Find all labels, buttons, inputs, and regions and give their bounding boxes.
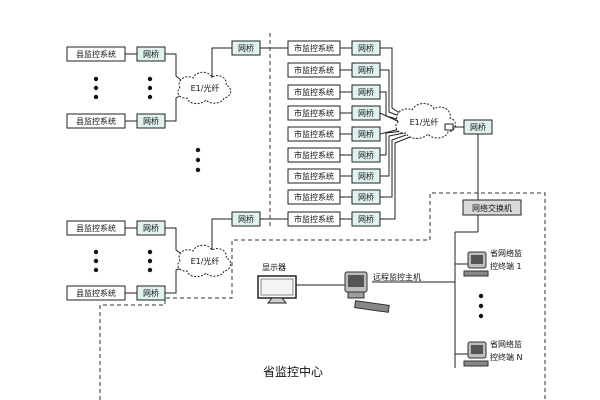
- bridge-label: 网桥: [358, 150, 374, 160]
- switch-links: [372, 215, 479, 368]
- link-label: E1/光纤: [410, 117, 439, 127]
- city-systems: 市监控系统 市监控系统 市监控系统 市监控系统 市监控系统 市监控系统 市监控系…: [287, 40, 341, 227]
- cloud-icon: [395, 103, 456, 139]
- ellipsis-dot: [478, 313, 484, 319]
- terminal-1: 省网络监 控终端 1: [463, 248, 522, 277]
- ellipsis-dot: [195, 147, 201, 153]
- ellipsis-dot: [93, 85, 99, 91]
- county-group-bottom: 县监控系统 网桥 县监控系统 网桥 E1/光纤 网桥: [66, 211, 288, 301]
- ellipsis-dot: [478, 303, 484, 309]
- terminal-label: 省网络监: [490, 248, 522, 258]
- bridge-label: 网桥: [358, 171, 374, 181]
- link-label: E1/光纤: [191, 256, 220, 266]
- ellipsis-dot: [147, 85, 153, 91]
- city-system-label: 市监控系统: [294, 192, 334, 202]
- network-switch-label: 网络交换机: [472, 203, 512, 213]
- bridge-label: 网桥: [358, 65, 374, 75]
- county-system-label: 县监控系统: [76, 223, 116, 233]
- cloud-icon: [177, 244, 232, 278]
- ellipsis-dot: [195, 167, 201, 173]
- bridge-label: 网桥: [358, 87, 374, 97]
- county-system-label: 县监控系统: [76, 288, 116, 298]
- city-system-label: 市监控系统: [294, 171, 334, 181]
- bridge-label: 网桥: [470, 122, 486, 132]
- cloud-icon: [177, 71, 232, 105]
- bridge-label: 网桥: [238, 43, 254, 53]
- county-system-label: 县监控系统: [76, 116, 116, 126]
- monitor-label: 显示器: [262, 263, 286, 272]
- center-label: 省监控中心: [263, 364, 323, 379]
- city-system-label: 市监控系统: [294, 108, 334, 118]
- ellipsis-dot: [93, 76, 99, 82]
- bridge-label: 网桥: [238, 214, 254, 224]
- keyboard-icon: [463, 270, 489, 277]
- bridge-label: 网桥: [358, 214, 374, 224]
- ellipsis-dot: [195, 157, 201, 163]
- network-switch-box: [462, 199, 522, 216]
- terminal-label: 省网络监: [490, 339, 522, 349]
- keyboard-icon: [354, 300, 390, 313]
- county-system-label: 县监控系统: [76, 49, 116, 59]
- ellipsis-dot: [147, 267, 153, 273]
- bridge-label: 网桥: [143, 116, 159, 126]
- city-system-label: 市监控系统: [294, 214, 334, 224]
- ellipsis-dot: [147, 94, 153, 100]
- terminal-n: 省网络监 控终端 N: [463, 339, 523, 367]
- city-system-label: 市监控系统: [294, 65, 334, 75]
- city-system-label: 市监控系统: [294, 129, 334, 139]
- ellipsis-dot: [93, 94, 99, 100]
- ellipsis-dot: [147, 258, 153, 264]
- ellipsis-dot: [93, 258, 99, 264]
- link-label: E1/光纤: [191, 83, 220, 93]
- terminal-label: 控终端 1: [490, 261, 522, 271]
- monitor: 显示器: [257, 263, 345, 304]
- keyboard-icon: [463, 360, 489, 367]
- bridge-label: 网桥: [143, 223, 159, 233]
- remote-host-label: 远程监控主机: [373, 272, 421, 282]
- connector-icon: [444, 123, 454, 131]
- remote-host: 远程监控主机: [344, 271, 421, 313]
- ellipsis-dot: [93, 267, 99, 273]
- province-center-boundary: [99, 192, 546, 400]
- county-group-top: 县监控系统 网桥 县监控系统 网桥 E1/光纤 网桥: [66, 40, 288, 129]
- bridge-label: 网桥: [358, 129, 374, 139]
- ellipsis-dot: [147, 249, 153, 255]
- city-system-label: 市监控系统: [294, 43, 334, 53]
- pc-tower-icon: [347, 291, 365, 299]
- ellipsis-dot: [478, 293, 484, 299]
- bridge-label: 网桥: [358, 108, 374, 118]
- ellipsis-dot: [147, 76, 153, 82]
- bridge-label: 网桥: [358, 43, 374, 53]
- city-system-label: 市监控系统: [294, 87, 334, 97]
- bridge-label: 网桥: [358, 192, 374, 202]
- ellipsis-dot: [93, 249, 99, 255]
- city-system-label: 市监控系统: [294, 150, 334, 160]
- bridge-label: 网桥: [143, 49, 159, 59]
- bridge-label: 网桥: [143, 288, 159, 298]
- terminal-label: 控终端 N: [490, 352, 523, 362]
- city-bridges: 网桥 网桥 网桥 网桥 网桥 网桥 网桥 网桥 网桥: [340, 40, 381, 227]
